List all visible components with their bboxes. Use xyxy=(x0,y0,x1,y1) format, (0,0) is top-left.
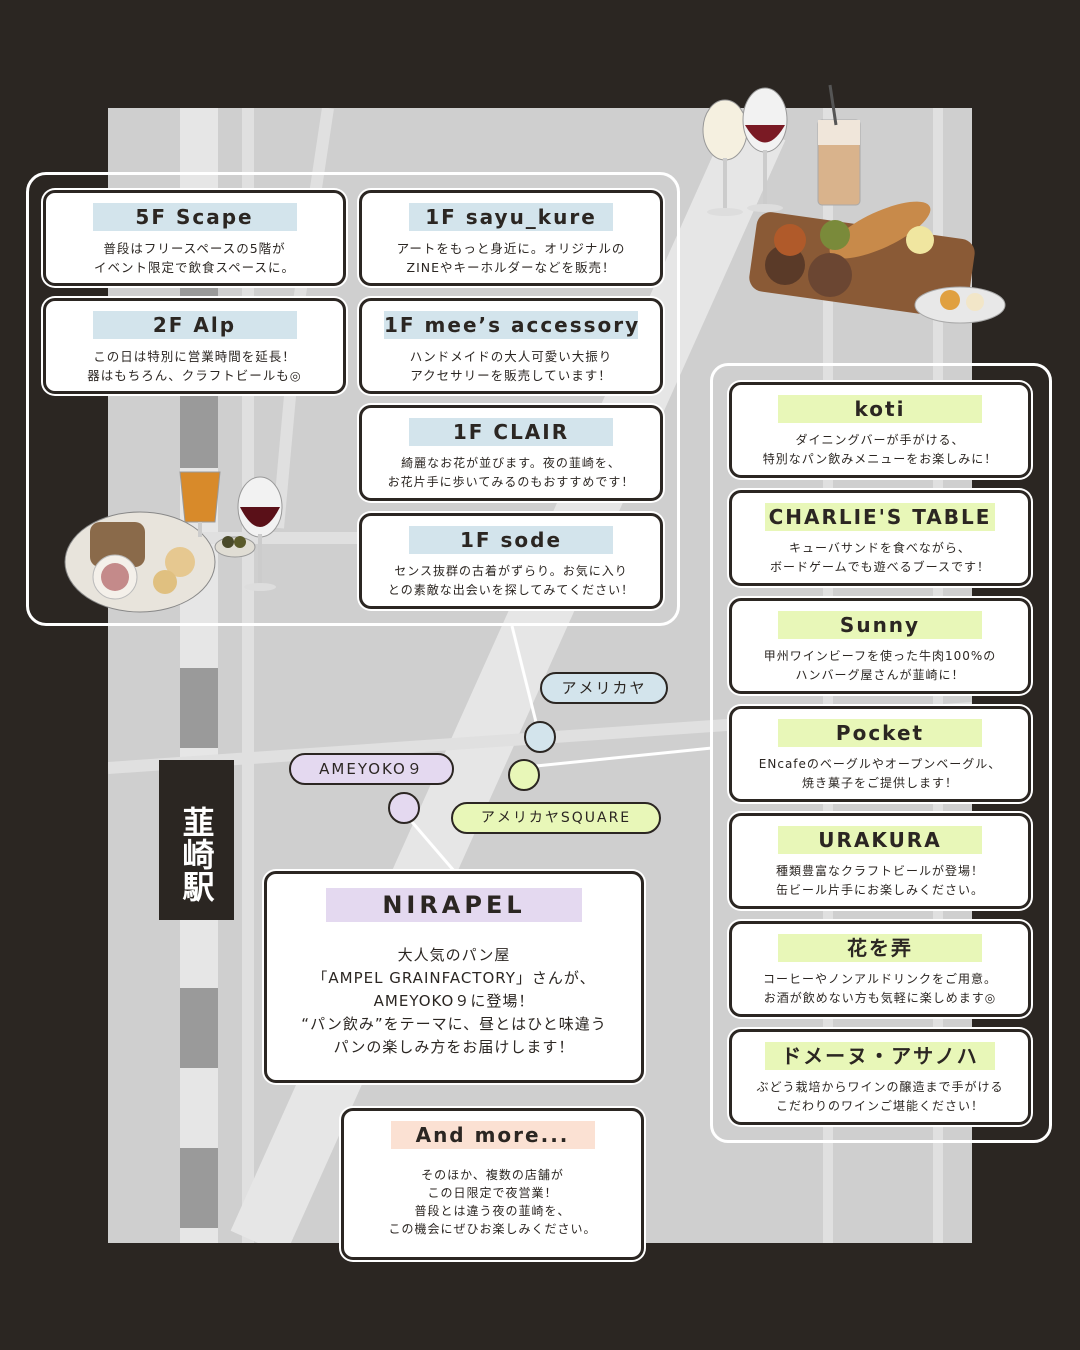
right-group-outline xyxy=(710,363,1052,1143)
shop-title: CHARLIE'S TABLE xyxy=(765,503,995,531)
shop-title: 1F sayu_kure xyxy=(409,203,613,231)
shop-card-koti: koti ダイニングバーが手がける、 特別なパン飲みメニューをお楽しみに！ xyxy=(729,382,1031,478)
shop-description: ダイニングバーが手がける、 特別なパン飲みメニューをお楽しみに！ xyxy=(762,433,998,466)
shop-description: 種類豊富なクラフトビールが登場！ 缶ビール片手にお楽しみください。 xyxy=(775,864,984,897)
shop-card-5f-scape: 5F Scape 普段はフリースペースの5階が イベント限定で飲食スペースに。 xyxy=(43,190,346,286)
and-more-card: And more... そのほか、複数の店舗が この日限定で夜営業！ 普段とは違… xyxy=(341,1108,644,1260)
shop-title: URAKURA xyxy=(778,826,982,854)
shop-title: 花を弄 xyxy=(778,934,982,962)
shop-title: ドメーヌ・アサノハ xyxy=(765,1042,995,1070)
shop-card-domaine-asanoha: ドメーヌ・アサノハ ぶどう栽培からワインの醸造まで手がける こだわりのワインご堪… xyxy=(729,1029,1031,1125)
shop-description: キューバサンドを食べながら、 ボードゲームでも遊べるブースです！ xyxy=(769,541,991,574)
shop-description: ぶどう栽培からワインの醸造まで手がける こだわりのワインご堪能ください！ xyxy=(756,1080,1004,1113)
location-pin-ameyoko9 xyxy=(388,792,420,824)
location-pin-americaya-square xyxy=(508,759,540,791)
shop-card-urakura: URAKURA 種類豊富なクラフトビールが登場！ 缶ビール片手にお楽しみください… xyxy=(729,813,1031,909)
shop-description: センス抜群の古着がずらり。お気に入り との素敵な出会いを探してみてください！ xyxy=(387,564,635,597)
shop-card-sunny: Sunny 甲州ワインビーフを使った牛肉100%の ハンバーグ屋さんが韮崎に！ xyxy=(729,598,1031,694)
location-label-americaya-square: アメリカヤSQUARE xyxy=(451,802,661,834)
shop-description: 甲州ワインビーフを使った牛肉100%の ハンバーグ屋さんが韮崎に！ xyxy=(763,649,997,682)
shop-description: コーヒーやノンアルドリンクをご用意。 お酒が飲めない方も気軽に楽しめます◎ xyxy=(762,972,997,1005)
station-label: 韮崎駅 xyxy=(159,760,234,920)
shop-title: 5F Scape xyxy=(92,203,297,231)
food-drink-illustration-top-right xyxy=(702,84,1006,324)
shop-card-1f-mees-accessory: 1F mee’s accessory ハンドメイドの大人可愛い大振り アクセサリ… xyxy=(359,298,663,394)
shop-title: Sunny xyxy=(778,611,982,639)
shop-card-charlies-table: CHARLIE'S TABLE キューバサンドを食べながら、 ボードゲームでも遊… xyxy=(729,490,1031,586)
station-name: 韮崎駅 xyxy=(177,806,216,902)
shop-title: NIRAPEL xyxy=(326,888,582,922)
food-drink-illustration-left xyxy=(64,471,283,613)
and-more-title: And more... xyxy=(390,1121,595,1149)
shop-title: 1F CLAIR xyxy=(409,418,613,446)
shop-title: 1F sode xyxy=(409,526,613,554)
shop-title: 2F Alp xyxy=(92,311,297,339)
shop-card-1f-clair: 1F CLAIR 綺麗なお花が並びます。夜の韮崎を、 お花片手に歩いてみるのもお… xyxy=(359,405,663,501)
shop-description: 大人気のパン屋 「AMPEL GRAINFACTORY」さんが、 AMEYOKO… xyxy=(301,946,607,1056)
location-pin-americaya xyxy=(524,721,556,753)
shop-description: 普段はフリースペースの5階が イベント限定で飲食スペースに。 xyxy=(93,241,295,275)
left-group-outline xyxy=(26,172,680,626)
shop-card-pocket: Pocket ENcafeのベーグルやオープンベーグル、 焼き菓子をご提供します… xyxy=(729,706,1031,802)
shop-card-2f-alp: 2F Alp この日は特別に営業時間を延長！ 器はもちろん、クラフトビールも◎ xyxy=(43,298,346,394)
shop-card-1f-sode: 1F sode センス抜群の古着がずらり。お気に入り との素敵な出会いを探してみ… xyxy=(359,513,663,609)
location-label-americaya: アメリカヤ xyxy=(540,672,668,704)
shop-card-nirapel: NIRAPEL 大人気のパン屋 「AMPEL GRAINFACTORY」さんが、… xyxy=(264,871,644,1083)
shop-card-hanawoiji: 花を弄 コーヒーやノンアルドリンクをご用意。 お酒が飲めない方も気軽に楽しめます… xyxy=(729,921,1031,1017)
shop-title: koti xyxy=(778,395,982,423)
shop-card-1f-sayu-kure: 1F sayu_kure アートをもっと身近に。オリジナルの ZINEやキーホル… xyxy=(359,190,663,286)
shop-description: アートをもっと身近に。オリジナルの ZINEやキーホルダーなどを販売！ xyxy=(396,241,626,275)
shop-title: Pocket xyxy=(778,719,982,747)
shop-description: ハンドメイドの大人可愛い大振り アクセサリーを販売しています！ xyxy=(409,349,613,383)
shop-description: ENcafeのベーグルやオープンベーグル、 焼き菓子をご提供します！ xyxy=(758,757,1002,790)
location-label-ameyoko9: AMEYOKO９ xyxy=(289,753,454,785)
and-more-description: そのほか、複数の店舗が この日限定で夜営業！ 普段とは違う夜の韮崎を、 この機会… xyxy=(388,1168,597,1236)
shop-description: 綺麗なお花が並びます。夜の韮崎を、 お花片手に歩いてみるのもおすすめです！ xyxy=(387,456,635,489)
shop-title: 1F mee’s accessory xyxy=(384,311,641,339)
shop-description: この日は特別に営業時間を延長！ 器はもちろん、クラフトビールも◎ xyxy=(87,349,302,383)
